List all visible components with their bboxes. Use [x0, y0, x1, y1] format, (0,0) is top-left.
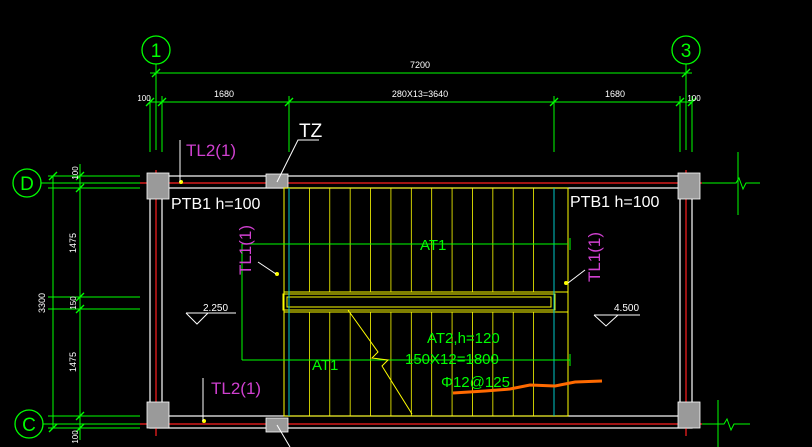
- cyan-edge-lines: [288, 188, 555, 416]
- dim-v-upper-span: 1475: [68, 233, 78, 253]
- dim-v-bottom-edge: 100: [71, 430, 80, 444]
- dim-right-span: 1680: [605, 89, 625, 99]
- label-tl1-right: TL1(1): [585, 232, 604, 282]
- axis-red-lines: [140, 170, 702, 436]
- label-tl2-top: TL2(1): [186, 141, 236, 160]
- label-at2-type: AT2,h=120: [427, 330, 500, 347]
- label-ptb-left: PTB1 h=100: [171, 196, 261, 213]
- dim-right-edge: 100: [687, 94, 701, 103]
- dim-total-width: 7200: [410, 60, 430, 70]
- label-at2-steps: 150X12=1800: [405, 351, 499, 368]
- walk-direction-upper: [242, 238, 571, 250]
- label-tz: TZ: [299, 121, 323, 142]
- dim-middle-span: 280X13=3640: [392, 89, 448, 99]
- walk-direction-lower: [241, 244, 571, 366]
- dim-v-middle: 150: [69, 296, 78, 310]
- dim-left-span: 1680: [214, 89, 234, 99]
- dim-v-top-edge: 100: [71, 166, 80, 180]
- elevation-marker-left: 2.250: [185, 303, 236, 325]
- label-at1-upper: AT1: [420, 237, 446, 254]
- label-elev-right: 4.500: [614, 303, 639, 314]
- dim-left-edge: 100: [137, 94, 151, 103]
- svg-text:1: 1: [151, 41, 162, 62]
- left-dimension-ticks: [48, 171, 85, 433]
- stair-run-outline: [283, 187, 569, 417]
- break-lines: [700, 152, 760, 447]
- svg-text:D: D: [20, 174, 34, 195]
- dim-v-lower-span: 1475: [68, 352, 78, 372]
- top-dimension-lines: [149, 72, 693, 152]
- label-elev-left: 2.250: [203, 303, 228, 314]
- section-cut-line: [347, 309, 413, 415]
- leader-lines: [179, 139, 586, 447]
- top-dimension-ticks: [145, 68, 697, 107]
- label-tl1-left: TL1(1): [236, 225, 255, 275]
- axis-leader-lines: [41, 64, 687, 425]
- svg-text:C: C: [22, 415, 36, 436]
- label-at1-lower: AT1: [312, 357, 338, 374]
- dim-total-height: 3300: [37, 293, 47, 313]
- label-at2-rebar: Φ12@125: [441, 374, 510, 391]
- landing-beam: [282, 293, 556, 311]
- svg-text:3: 3: [681, 41, 692, 62]
- tl-marker-dots: [179, 180, 568, 423]
- elevation-marker-right: 4.500: [593, 303, 640, 327]
- label-ptb-right: PTB1 h=100: [570, 194, 660, 211]
- label-tl2-bottom: TL2(1): [211, 379, 261, 398]
- rebar-callout-line: [452, 379, 603, 395]
- stair-treads: [308, 188, 535, 416]
- left-dimension-lines: [48, 164, 140, 440]
